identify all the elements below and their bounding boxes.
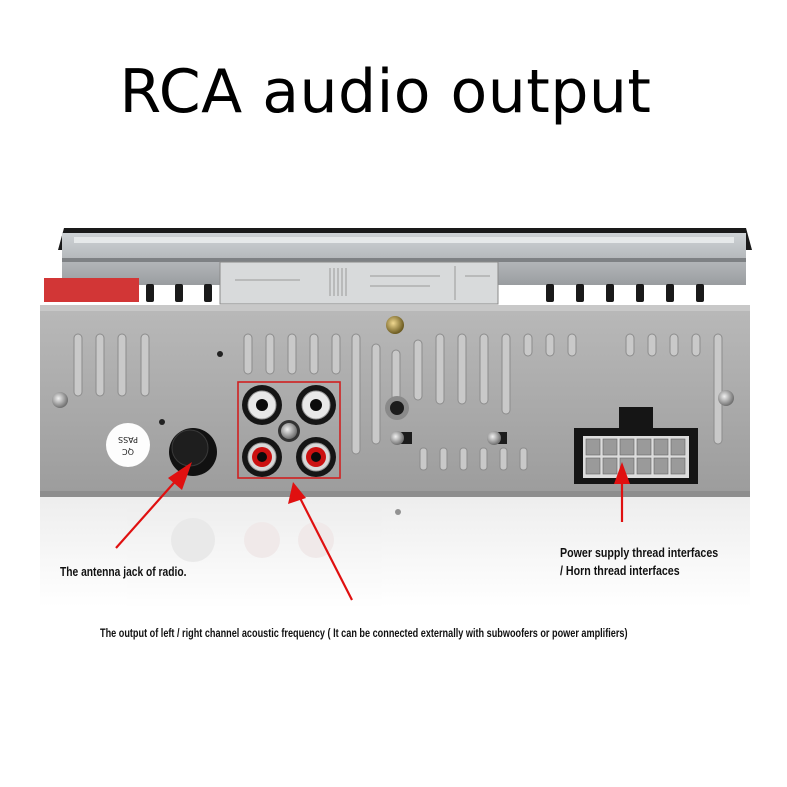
center-screw — [281, 423, 297, 439]
rca-jack-red-right — [296, 437, 336, 477]
power-connector — [574, 407, 698, 484]
rca-arrow — [288, 482, 353, 601]
annotation-arrows — [115, 462, 630, 601]
reflection — [40, 497, 750, 607]
title-text: RCA audio output — [119, 57, 652, 127]
rear-panel: QC PASS — [40, 305, 750, 515]
page-title: RCA audio output — [0, 52, 787, 132]
aux-jack — [390, 401, 404, 415]
pass-text: PASS — [118, 435, 138, 444]
rca-jack-white-right — [296, 385, 336, 425]
qc-pass-sticker — [106, 423, 150, 467]
power-label-line2: / Horn thread interfaces — [560, 563, 680, 578]
rca-output-label: The output of left / right channel acous… — [100, 626, 628, 640]
antenna-label: The antenna jack of radio. — [60, 565, 187, 579]
rca-jack-white-left — [242, 385, 282, 425]
red-sticker — [44, 278, 139, 302]
spec-label — [219, 261, 499, 305]
screw-left — [52, 392, 68, 408]
power-arrow — [614, 462, 630, 522]
antenna-arrow — [115, 462, 192, 549]
qc-text: QC — [122, 447, 134, 456]
rca-highlight-box — [237, 381, 341, 479]
top-chassis — [44, 233, 746, 305]
rca-output-group — [237, 381, 341, 479]
screw-top — [386, 316, 404, 334]
rca-jack-red-left — [242, 437, 282, 477]
screw-right — [718, 390, 734, 406]
power-label-line1: Power supply thread interfaces — [560, 545, 719, 560]
